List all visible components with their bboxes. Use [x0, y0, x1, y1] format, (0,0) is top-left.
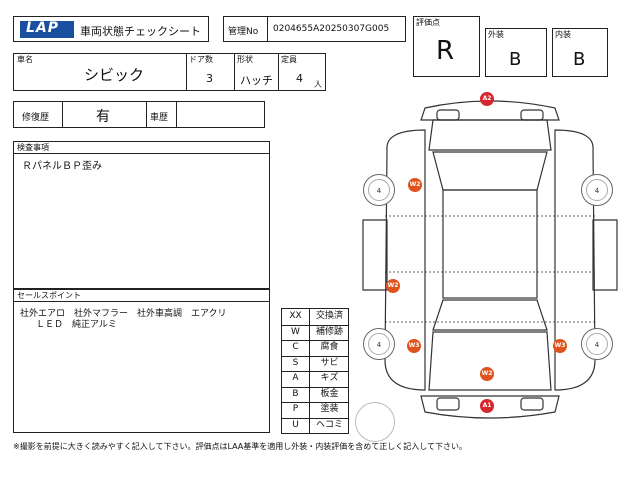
legend-meaning: 板金	[320, 388, 339, 399]
capacity-value: 4	[296, 72, 303, 85]
legend-meaning: 交換済	[315, 311, 343, 321]
car-name-value: シビック	[84, 66, 145, 84]
inspection-label: 検査事項	[17, 143, 49, 152]
sales-points-line2: ＬＥＤ 純正アルミ	[36, 320, 117, 330]
legend-code: A	[292, 373, 299, 383]
title-box: LAP 車両状態チェックシート	[13, 16, 209, 42]
legend-meaning: 腐食	[320, 342, 339, 352]
overall-grade-label: 評価点	[416, 18, 440, 27]
tire-front-left: 4	[363, 174, 395, 206]
inspection-text: ＲパネルＢＰ歪み	[22, 161, 102, 172]
legend-divider	[282, 355, 348, 357]
capacity-unit: 人	[314, 80, 322, 89]
footer-note: ※撮影を前提に大きく読みやすく記入して下さい。評価点はLAA基準を適用し外装・内…	[13, 442, 468, 451]
interior-grade-label: 内装	[555, 30, 571, 39]
history-row: 修復歴 有 車歴	[13, 101, 265, 128]
legend-divider	[282, 324, 348, 326]
kanri-value: 0204655A20250307G005	[273, 24, 390, 34]
doors-value: 3	[206, 72, 213, 85]
sales-points-box: セールスポイント 社外エアロ 社外マフラー 社外車高調 エアクリ ＬＥＤ 純正ア…	[13, 289, 270, 433]
sheet-title: 車両状態チェックシート	[80, 25, 201, 38]
tire-rear-left: 4	[363, 328, 395, 360]
car-diagram	[362, 100, 618, 419]
legend-meaning: 塗装	[320, 404, 339, 414]
tire-rear-right: 4	[581, 328, 613, 360]
legend-code: P	[292, 404, 299, 414]
legend-meaning: サビ	[320, 357, 339, 368]
shape-label: 形状	[237, 55, 253, 64]
vehicle-history-label: 車歴	[150, 113, 169, 123]
legend-code: S	[292, 357, 299, 368]
lap-logo	[20, 21, 74, 38]
exterior-grade-label: 外装	[488, 30, 504, 39]
legend-meaning: ヘコミ	[315, 419, 343, 430]
legend-code: XX	[289, 311, 302, 321]
exterior-grade-box: 外装 B	[485, 28, 547, 77]
doors-label: ドア数	[189, 55, 213, 64]
marker-w2-left-mid: W2	[386, 279, 400, 293]
legend-meaning: キズ	[320, 373, 339, 383]
vehicle-info-row: 車名 シビック ドア数 3 形状 ハッチ 定員 4 人	[13, 53, 326, 91]
legend-code: U	[292, 419, 299, 430]
legend-code: B	[292, 388, 299, 399]
tire-rear-right-value: 4	[586, 333, 608, 355]
shape-value: ハッチ	[240, 74, 273, 87]
legend-table: XX 交換済 W 補修跡 C 腐食 S サビ A キズ B 板金 P 塗装 U ヘコミ	[281, 308, 349, 434]
marker-w3-left-rear: W3	[407, 339, 421, 353]
repair-history-value: 有	[96, 109, 110, 125]
legend-divider	[282, 371, 348, 372]
interior-grade-box: 内装 B	[552, 28, 608, 77]
tire-front-left-value: 4	[368, 179, 390, 201]
marker-w2-rear: W2	[480, 367, 494, 381]
tire-front-right: 4	[581, 174, 613, 206]
kanri-label: 管理No	[228, 27, 259, 37]
interior-grade-value: B	[573, 49, 586, 70]
sales-points-line1: 社外エアロ 社外マフラー 社外車高調 エアクリ	[20, 309, 227, 319]
tire-rear-left-value: 4	[368, 333, 390, 355]
legend-divider	[282, 340, 348, 341]
sales-points-label: セールスポイント	[17, 291, 81, 300]
legend-divider	[282, 386, 348, 388]
inspection-box: 検査事項 ＲパネルＢＰ歪み	[13, 141, 270, 289]
tire-front-right-value: 4	[586, 179, 608, 201]
overall-grade-box: 評価点 R	[413, 16, 480, 77]
logo-text: LAP	[26, 20, 60, 36]
legend-divider	[282, 402, 348, 403]
legend-meaning: 補修跡	[315, 326, 343, 337]
overall-grade-value: R	[436, 36, 455, 66]
car-name-label: 車名	[17, 55, 33, 64]
capacity-label: 定員	[281, 55, 297, 64]
kanri-box: 管理No 0204655A20250307G005	[223, 16, 406, 42]
marker-w2-left-front: W2	[408, 178, 422, 192]
marker-a1-rear: A1	[480, 399, 494, 413]
marker-a2-front: A2	[480, 92, 494, 106]
stamp-circle	[355, 402, 395, 442]
legend-divider	[282, 417, 348, 419]
repair-history-label: 修復歴	[22, 113, 50, 123]
marker-w3-right-rear: W3	[553, 339, 567, 353]
legend-code: W	[291, 326, 300, 337]
exterior-grade-value: B	[509, 49, 522, 70]
legend-code: C	[292, 342, 299, 352]
